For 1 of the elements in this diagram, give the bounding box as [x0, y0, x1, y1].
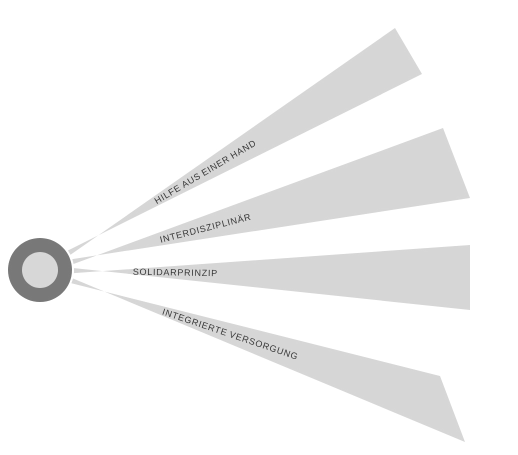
beam: SOLIDARPRINZIP — [74, 245, 470, 310]
